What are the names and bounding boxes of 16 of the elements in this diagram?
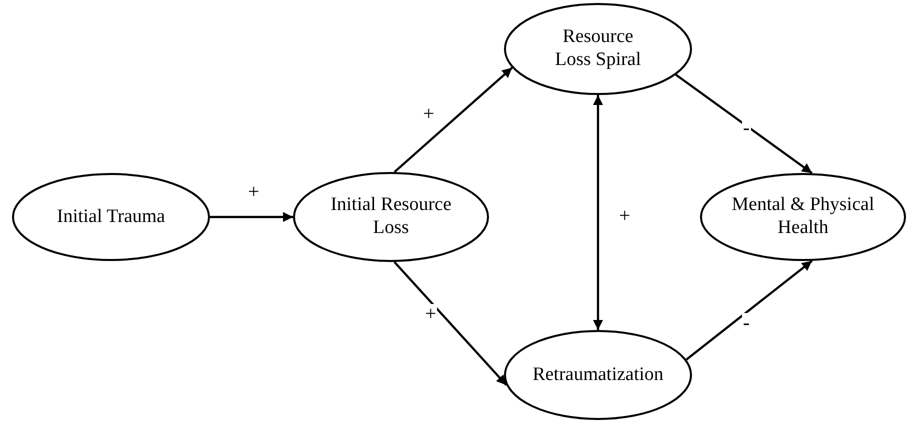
arrow (210, 212, 293, 222)
node-label: Initial Resource Loss (330, 194, 452, 240)
ellipse-node (700, 173, 906, 261)
node-label: Mental & Physical Health (730, 194, 876, 240)
node-label: Resource Loss Spiral (554, 26, 642, 72)
node-label: Retraumatization (532, 364, 664, 386)
ellipse-node (504, 330, 692, 420)
arrow (675, 74, 813, 174)
node-label: Initial Trauma (56, 206, 166, 228)
arrow (394, 66, 513, 173)
arrow (686, 260, 813, 360)
ellipse-node (504, 3, 692, 95)
arrow (593, 95, 603, 330)
arrow (394, 261, 508, 386)
ellipse-node (293, 172, 489, 262)
ellipse-node (12, 173, 210, 261)
